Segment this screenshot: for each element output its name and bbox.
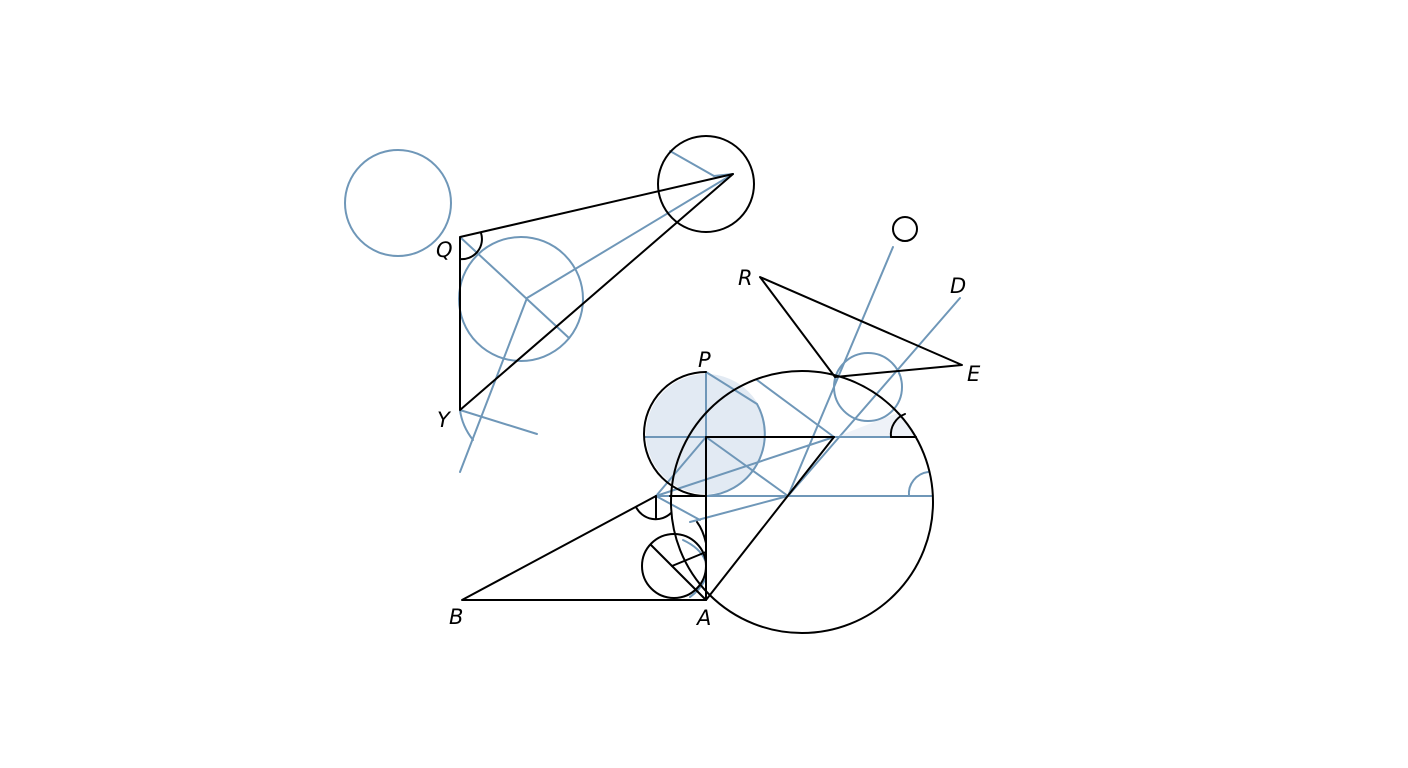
small-black-circle [892, 216, 918, 242]
blue-circle-near-e [833, 352, 903, 422]
black-semicircle-p [643, 371, 707, 497]
radius-small-circle [671, 551, 707, 567]
label-d: D [950, 274, 966, 298]
figure-triangle-qyt: Q Y [344, 135, 755, 473]
label-q: Q [436, 238, 453, 262]
triangle-qyt [459, 173, 734, 411]
black-large-circle [670, 370, 934, 634]
label-y: Y [437, 408, 452, 432]
angle-arc-q [459, 232, 483, 261]
label-r: R [738, 266, 753, 290]
blue-segment-at-y [459, 409, 538, 435]
label-e: E [967, 362, 981, 386]
angle-arc-right-e [889, 413, 906, 438]
blue-angle-arc-right [907, 471, 929, 497]
angle-arc-near-a [696, 521, 707, 544]
blue-line-o-to-m [655, 436, 707, 497]
triangle-rke [759, 276, 963, 378]
black-small-circle-a [641, 533, 707, 599]
figure-lower: P B A [449, 348, 934, 634]
angle-arc-m [635, 506, 672, 521]
bisector-from-t [526, 173, 734, 299]
blue-line-top-chord [756, 379, 835, 438]
blue-chord-top-right-circle [669, 150, 715, 177]
segment-c-a [705, 436, 835, 601]
label-b: B [449, 605, 463, 629]
blue-arc-near-a [689, 577, 707, 598]
bisector-from-y-extended [459, 297, 528, 473]
figure-triangle-re: R D E [738, 216, 981, 497]
blue-line-c-to-m [655, 436, 835, 497]
blue-ray-to-small-circle [787, 246, 894, 497]
blue-line-to-x-lower [689, 495, 789, 523]
blue-ray-to-d [787, 297, 961, 497]
blue-incircle-qyt [458, 236, 584, 362]
blue-line-m-to-x-lower [655, 495, 701, 521]
bisector-from-q [459, 236, 570, 339]
black-circle-top-right [657, 135, 755, 233]
shaded-region-near-e [836, 412, 916, 437]
label-p: P [698, 348, 711, 372]
blue-circle-top-left [344, 149, 452, 257]
label-a: A [695, 606, 711, 630]
blue-arc-at-y [459, 409, 474, 441]
triangle-bam [461, 495, 707, 601]
diameter-small-circle [650, 544, 707, 601]
